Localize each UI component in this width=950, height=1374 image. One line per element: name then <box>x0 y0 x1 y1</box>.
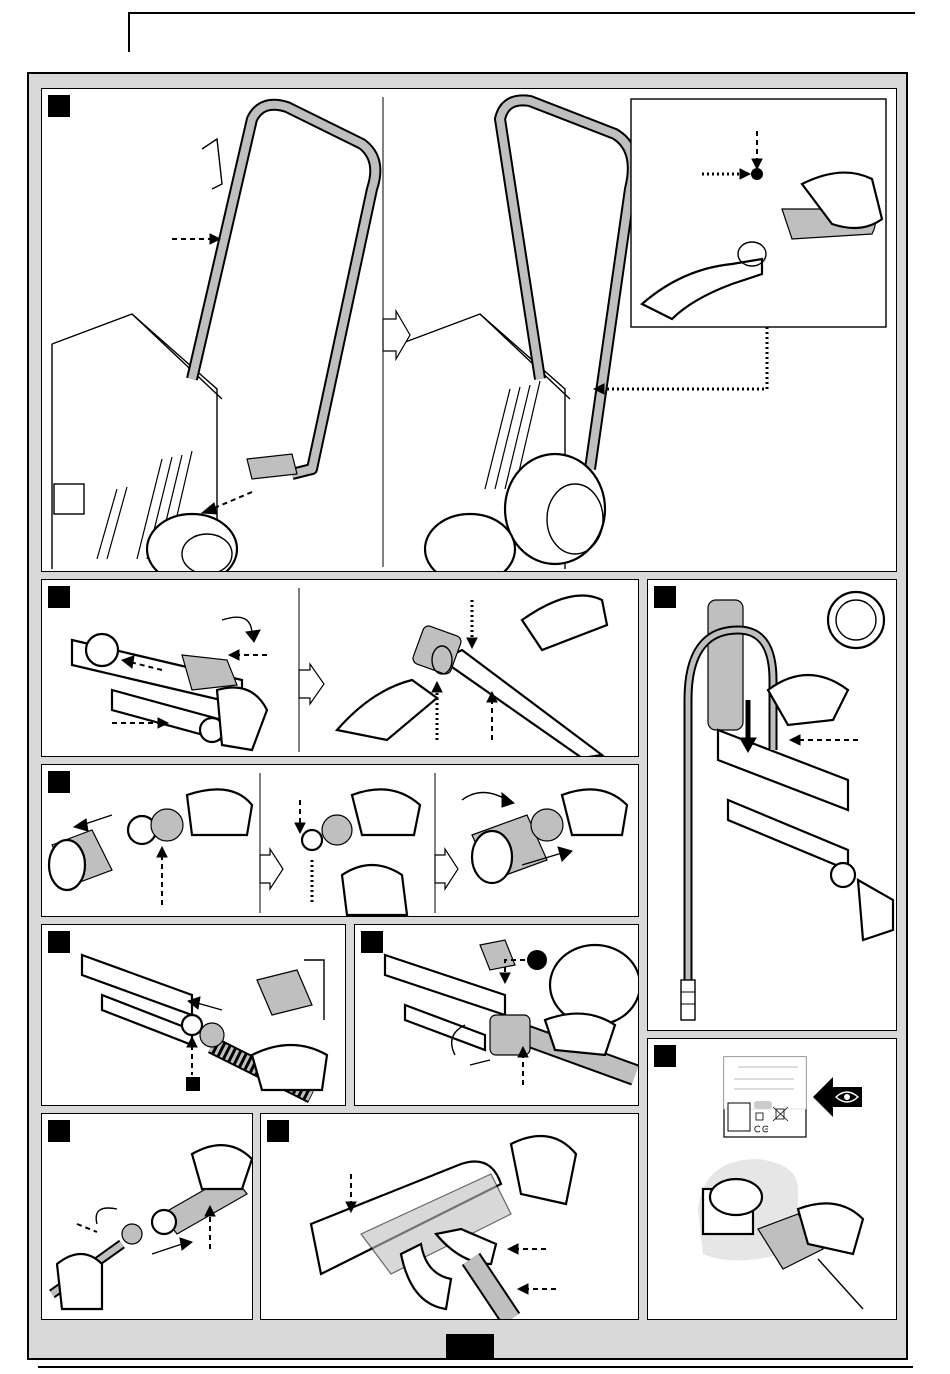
illustration-frame <box>27 72 908 1360</box>
panel-hose-connect <box>41 579 639 757</box>
lance-connect-drawing <box>42 1114 253 1320</box>
panel-gun-connect <box>260 1113 639 1320</box>
inlet-hose-drawing <box>42 925 346 1106</box>
page-number-tab <box>446 1334 494 1358</box>
gun-connect-drawing <box>261 1114 639 1320</box>
panel-power-plug <box>647 1038 897 1320</box>
water-supply-drawing <box>355 925 639 1106</box>
panel-filter-clean <box>41 764 639 917</box>
suction-hose-drawing <box>648 580 897 1031</box>
panel-water-supply <box>354 924 639 1106</box>
panel-inlet-hose <box>41 924 346 1106</box>
power-plug-drawing <box>648 1039 897 1320</box>
panel-lance-connect <box>41 1113 253 1320</box>
eye-warning-icon <box>813 1077 862 1117</box>
panel-suction-hose <box>647 579 897 1031</box>
footer-rule <box>38 1366 913 1368</box>
rating-plate-icon <box>724 1057 806 1137</box>
panel-handle-assembly <box>41 88 897 572</box>
hose-connect-drawing <box>42 580 639 757</box>
handle-assembly-drawing <box>42 89 897 572</box>
header-rule <box>128 12 915 52</box>
filter-clean-drawing <box>42 765 639 917</box>
